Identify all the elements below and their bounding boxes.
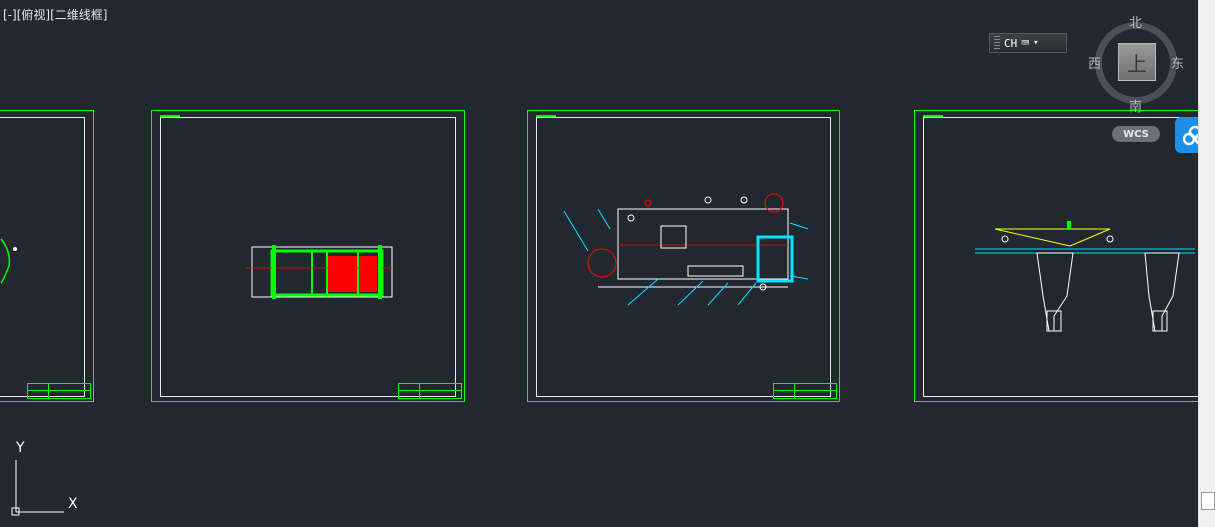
sheet-inner-frame xyxy=(0,117,85,397)
drawing-sheet-4[interactable] xyxy=(914,110,1215,402)
drawing-sheet-1[interactable] xyxy=(0,110,94,402)
viewcube[interactable]: 上 北 南 西 东 xyxy=(1088,16,1185,115)
options-icon[interactable]: ▾ xyxy=(1033,38,1039,48)
sheet-drawing xyxy=(975,221,1195,332)
compass-west[interactable]: 西 xyxy=(1088,57,1102,72)
sheet-drawing xyxy=(563,193,809,306)
cube-face-top[interactable]: 上 xyxy=(1118,43,1156,81)
compass-ring[interactable] xyxy=(1095,22,1177,104)
wcs-menu[interactable]: WCS xyxy=(1112,126,1160,142)
sheet-drawing xyxy=(0,238,17,284)
sheet-drawing xyxy=(246,245,393,299)
compass-south[interactable]: 南 xyxy=(1129,100,1143,115)
drawing-sheet-3[interactable] xyxy=(527,110,840,402)
title-block xyxy=(398,383,462,399)
sheet-tag xyxy=(536,115,556,117)
drawing-sheet-2[interactable] xyxy=(151,110,465,402)
title-block xyxy=(773,383,837,399)
grip-handle[interactable] xyxy=(994,36,1000,50)
sheet-inner-frame xyxy=(536,117,831,397)
visual-style-menu[interactable]: [二维线框] xyxy=(50,8,108,22)
keyboard-icon[interactable]: ⌨ xyxy=(1021,35,1030,51)
vertical-scrollbar[interactable] xyxy=(1198,0,1215,527)
sheet-tag xyxy=(923,115,943,117)
compass-east[interactable]: 东 xyxy=(1171,57,1185,72)
sheet-tag xyxy=(160,115,180,117)
ucs-icon: Y X xyxy=(8,440,88,524)
view-menu[interactable]: [俯视] xyxy=(16,8,51,22)
scroll-thumb[interactable] xyxy=(1201,492,1215,510)
language-bar[interactable]: CH ⌨ ▾ xyxy=(989,33,1067,53)
viewport-controls: [-][俯视][二维线框] xyxy=(3,6,107,23)
title-block xyxy=(27,383,91,399)
ucs-x-label: X xyxy=(68,496,78,512)
compass-north[interactable]: 北 xyxy=(1129,16,1143,31)
sheet-inner-frame xyxy=(160,117,456,397)
ucs-y-label: Y xyxy=(16,440,25,456)
language-indicator[interactable]: CH xyxy=(1004,36,1018,50)
viewport-control-menu[interactable]: [-] xyxy=(3,8,17,22)
